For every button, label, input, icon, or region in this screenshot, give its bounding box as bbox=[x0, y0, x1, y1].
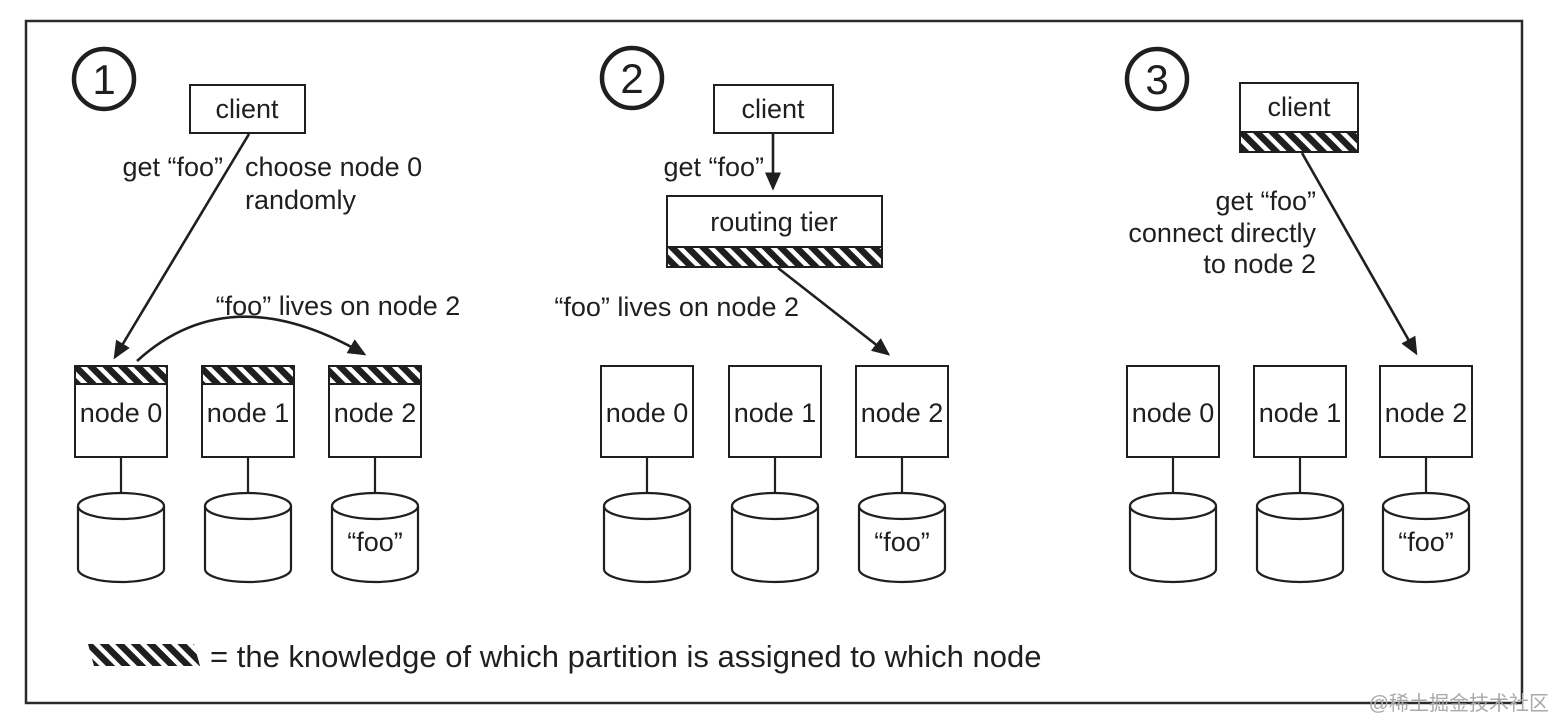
legend: = the knowledge of which partition is as… bbox=[88, 639, 1042, 674]
panel-1-node0-database-top bbox=[76, 491, 166, 521]
panel-3-node1-database-top bbox=[1255, 491, 1345, 521]
panel-1-number: 1 bbox=[92, 56, 115, 103]
panel-3-node0-label: node 0 bbox=[1132, 398, 1215, 428]
panel-2-client-label: client bbox=[741, 94, 805, 124]
panel-3-request-line1: get “foo” bbox=[1215, 186, 1316, 216]
panel-2: 2 client get “foo” routing tier “foo” li… bbox=[554, 45, 949, 584]
panel-1-node2-database-cylinder-icon bbox=[330, 506, 420, 584]
panel-1-number-circle bbox=[71, 46, 137, 112]
panel-2-node2-database-top bbox=[857, 491, 947, 521]
panel-1-node2-database-top bbox=[330, 491, 420, 521]
legend-hatch-swatch-icon bbox=[88, 644, 200, 666]
panel-1-data-item-label: “foo” bbox=[347, 527, 403, 557]
panel-2-node1-database-cylinder-icon bbox=[730, 506, 820, 584]
panel-2-routing-tier-label: routing tier bbox=[710, 207, 838, 237]
panel-3-number-circle bbox=[1124, 46, 1190, 112]
panel-3-node0-database-top bbox=[1128, 491, 1218, 521]
panel-1-node2-partition-knowledge-stripe bbox=[328, 365, 422, 385]
panel-2-forward-arrow bbox=[777, 266, 891, 356]
panel-3-node2-box bbox=[1379, 365, 1473, 458]
panel-2-routing-tier-partition-knowledge-stripe bbox=[666, 246, 883, 268]
panel-1-annotation-line2: randomly bbox=[245, 185, 357, 215]
watermark: @稀土掘金技术社区 bbox=[1369, 692, 1549, 715]
panel-3: 3 client get “foo” connect directly to n… bbox=[1124, 46, 1473, 584]
panel-1-node2-label: node 2 bbox=[334, 398, 417, 428]
panel-1-request-arrow bbox=[113, 133, 251, 360]
panel-3-node0-box bbox=[1126, 365, 1220, 458]
panel-3-node1-label: node 1 bbox=[1259, 398, 1342, 428]
panel-2-client-box bbox=[713, 84, 834, 134]
panel-2-number-circle bbox=[599, 45, 665, 111]
legend-text: = the knowledge of which partition is as… bbox=[210, 639, 1042, 674]
panel-2-number: 2 bbox=[620, 55, 643, 102]
panel-2-node2-box bbox=[855, 365, 949, 458]
panel-1-node1-label: node 1 bbox=[207, 398, 290, 428]
panel-1-node1-database-cylinder-icon bbox=[203, 506, 293, 584]
panel-1-forward-arc-arrow bbox=[136, 315, 367, 362]
panel-1-node0-label: node 0 bbox=[80, 398, 163, 428]
panel-3-number: 3 bbox=[1145, 56, 1168, 103]
figure-border bbox=[24, 19, 1524, 705]
panel-3-node1-box bbox=[1253, 365, 1347, 458]
panel-2-node0-label: node 0 bbox=[606, 398, 689, 428]
panel-2-node1-label: node 1 bbox=[734, 398, 817, 428]
panel-2-node1-box bbox=[728, 365, 822, 458]
panel-2-forward-label: “foo” lives on node 2 bbox=[554, 292, 799, 322]
panel-1-node0-partition-knowledge-stripe bbox=[74, 365, 168, 385]
panel-3-request-line3: to node 2 bbox=[1203, 249, 1316, 279]
panel-2-node1-database-top bbox=[730, 491, 820, 521]
panel-1-request-label: get “foo” bbox=[122, 152, 223, 182]
panel-2-request-label: get “foo” bbox=[663, 152, 764, 182]
panel-3-node2-label: node 2 bbox=[1385, 398, 1468, 428]
panel-2-node0-database-cylinder-icon bbox=[602, 506, 692, 584]
panel-2-node2-label: node 2 bbox=[861, 398, 944, 428]
panel-1: 1 client get “foo” choose node 0 randoml… bbox=[71, 46, 460, 584]
panel-3-node0-database-cylinder-icon bbox=[1128, 506, 1218, 584]
panel-2-node0-database-top bbox=[602, 491, 692, 521]
panel-1-client-label: client bbox=[215, 94, 279, 124]
panel-2-node0-box bbox=[600, 365, 694, 458]
panel-2-data-item-label: “foo” bbox=[874, 527, 930, 557]
panel-3-node1-database-cylinder-icon bbox=[1255, 506, 1345, 584]
panel-1-client-box bbox=[189, 84, 306, 134]
panel-1-node1-partition-knowledge-stripe bbox=[201, 365, 295, 385]
panel-2-node2-database-cylinder-icon bbox=[857, 506, 947, 584]
panel-1-node0-database-cylinder-icon bbox=[76, 506, 166, 584]
panel-1-annotation-line1: choose node 0 bbox=[245, 152, 422, 182]
panel-3-client-label: client bbox=[1267, 92, 1331, 122]
panel-3-request-line2: connect directly bbox=[1128, 218, 1316, 248]
panel-3-node2-database-top bbox=[1381, 491, 1471, 521]
panel-3-request-arrow bbox=[1300, 152, 1418, 356]
panel-1-node1-database-top bbox=[203, 491, 293, 521]
panel-3-node2-database-cylinder-icon bbox=[1381, 506, 1471, 584]
panel-3-data-item-label: “foo” bbox=[1398, 527, 1454, 557]
panel-3-client-partition-knowledge-stripe bbox=[1239, 131, 1359, 153]
